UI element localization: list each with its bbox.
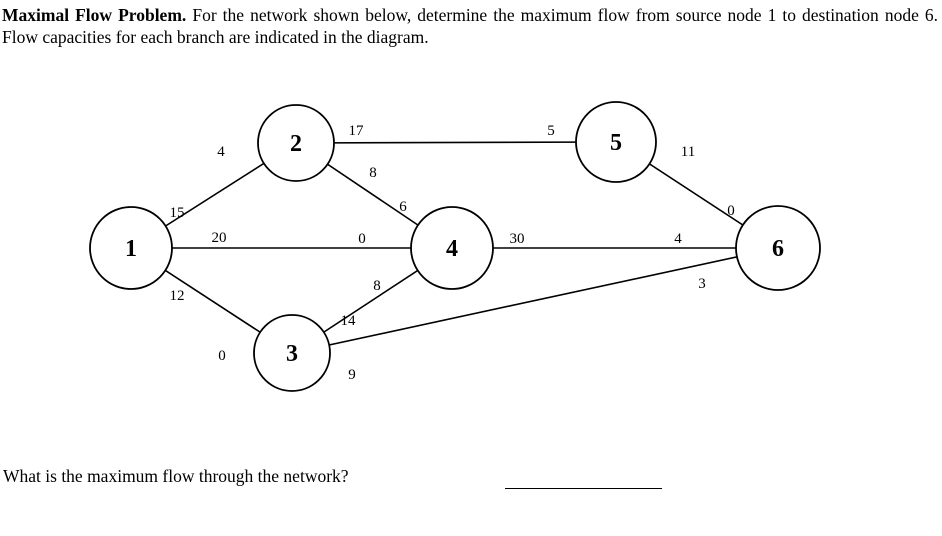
capacity-label-2-5-near-2: 17	[349, 123, 365, 139]
capacity-label-1-3-near-3: 0	[218, 348, 226, 364]
capacity-label-1-4-near-4: 0	[358, 231, 366, 247]
capacity-label-1-2-near-1: 15	[170, 205, 185, 221]
capacity-label-4-6-near-4: 30	[510, 231, 525, 247]
node-4-label: 4	[446, 236, 458, 262]
node-6-label: 6	[772, 236, 784, 262]
problem-statement: Maximal Flow Problem. For the network sh…	[2, 4, 938, 48]
problem-title: Maximal Flow Problem.	[2, 5, 187, 25]
node-2	[257, 104, 335, 182]
capacity-label-3-4-near-4: 8	[373, 278, 381, 294]
capacity-label-1-4-near-1: 20	[212, 230, 227, 246]
node-4	[410, 206, 494, 290]
capacity-label-1-3-near-1: 12	[170, 288, 185, 304]
capacity-label-2-5-near-5: 5	[547, 123, 555, 139]
node-2-label: 2	[290, 131, 302, 157]
question-text: What is the maximum flow through the net…	[3, 466, 349, 486]
node-3	[253, 314, 331, 392]
capacity-label-1-2-near-2: 4	[217, 144, 225, 160]
problem-description: For the network shown below, determine t…	[2, 5, 939, 48]
node-5	[575, 101, 657, 183]
node-3-label: 3	[286, 341, 298, 367]
capacity-label-3-4-near-3: 14	[341, 313, 357, 329]
answer-blank	[505, 470, 662, 489]
capacity-label-3-6-near-6: 3	[698, 276, 706, 292]
edge-2-5	[295, 141, 617, 144]
edge-3-6	[291, 247, 779, 354]
capacity-label-2-4-near-2: 8	[369, 165, 377, 181]
capacity-label-2-4-near-4: 6	[399, 199, 407, 215]
node-6	[735, 205, 821, 291]
node-1	[89, 206, 173, 290]
capacity-label-3-6-near-3: 9	[348, 367, 356, 383]
capacity-label-5-6-near-6: 0	[727, 203, 735, 219]
node-1-label: 1	[125, 236, 137, 262]
capacity-label-5-6-near-5: 11	[681, 144, 695, 160]
node-5-label: 5	[610, 130, 622, 156]
capacity-label-4-6-near-6: 4	[674, 231, 682, 247]
